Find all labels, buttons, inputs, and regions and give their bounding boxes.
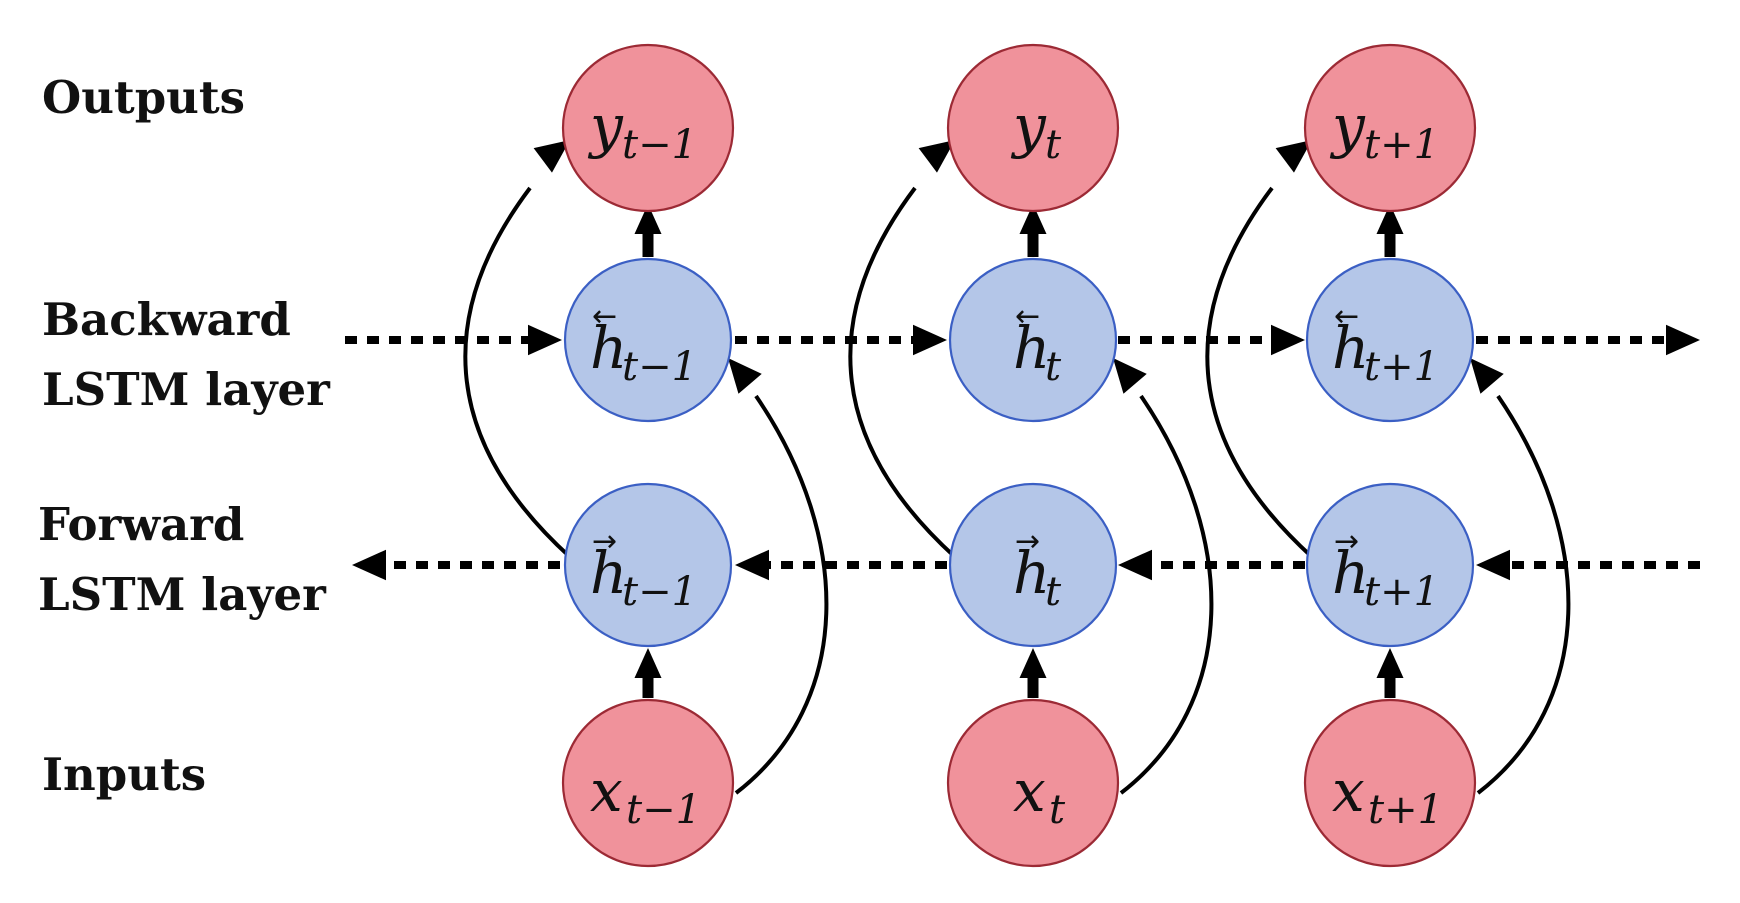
output-symbol: y (587, 92, 624, 160)
backward-layer-label-line2: LSTM layer (42, 363, 330, 416)
forward-circle (1305, 482, 1475, 648)
forward-node-0: ht−1→ (563, 482, 733, 648)
forward-subscript: t+1 (1364, 569, 1439, 615)
left-arrow-accent: ← (592, 299, 617, 334)
forward-to-output-curve (848, 186, 957, 559)
backward-dotted-arrowhead-2 (1271, 324, 1305, 356)
input-to-backward-curve (734, 394, 829, 795)
output-subscript: t−1 (622, 122, 697, 168)
input-subscript: t−1 (626, 787, 701, 833)
backward-symbol: h (1332, 314, 1369, 382)
forward-to-output-arrowhead (918, 140, 955, 173)
input-circle (561, 698, 735, 868)
backward-dotted-arrowhead-out (1666, 324, 1700, 356)
backward-to-output-arrowhead (634, 204, 662, 234)
backward-node-0: ht−1← (563, 257, 733, 423)
connections (345, 140, 1700, 795)
input-to-forward-arrowhead (634, 648, 662, 678)
output-symbol: y (1329, 92, 1366, 160)
inputs-label: Inputs (42, 748, 207, 801)
backward-symbol: h (1013, 314, 1050, 382)
backward-layer-label-line1: Backward (42, 293, 291, 346)
output-symbol: y (1010, 92, 1047, 160)
right-arrow-accent: → (592, 524, 617, 559)
forward-to-output-arrowhead (533, 140, 570, 173)
right-arrow-accent: → (1334, 524, 1359, 559)
backward-dotted-arrowhead-1 (913, 324, 947, 356)
backward-to-output-arrowhead (1376, 204, 1404, 234)
input-circle (946, 698, 1120, 868)
backward-dotted-arrowhead-in (528, 324, 562, 356)
forward-dotted-arrowhead-in (1476, 549, 1510, 581)
forward-subscript: t (1045, 569, 1062, 615)
backward-subscript: t−1 (622, 344, 697, 390)
forward-layer-label-line1: Forward (38, 498, 245, 551)
input-to-backward-arrowhead (728, 358, 762, 394)
backward-circle (563, 257, 733, 423)
forward-node-1: ht→ (948, 482, 1118, 648)
input-symbol: x (1013, 757, 1046, 825)
forward-dotted-arrowhead-1 (735, 549, 769, 581)
forward-to-output-arrowhead (1275, 140, 1312, 173)
input-subscript: t (1049, 787, 1066, 833)
forward-symbol: h (1332, 539, 1369, 607)
backward-circle (1305, 257, 1475, 423)
forward-to-output-curve (463, 186, 572, 559)
input-symbol: x (590, 757, 623, 825)
left-arrow-accent: ← (1015, 299, 1040, 334)
input-to-forward-arrowhead (1376, 648, 1404, 678)
output-circle (561, 43, 735, 213)
output-circle (946, 43, 1120, 213)
forward-symbol: h (1013, 539, 1050, 607)
backward-subscript: t (1045, 344, 1062, 390)
backward-symbol: h (590, 314, 627, 382)
backward-node-2: ht+1← (1305, 257, 1475, 423)
backward-to-output-arrowhead (1019, 204, 1047, 234)
input-to-backward-curve (1119, 394, 1214, 795)
output-subscript: t (1045, 122, 1062, 168)
forward-circle (948, 482, 1118, 648)
backward-subscript: t+1 (1364, 344, 1439, 390)
forward-dotted-arrowhead-out (352, 549, 386, 581)
backward-circle (948, 257, 1118, 423)
input-circle (1303, 698, 1477, 868)
right-arrow-accent: → (1015, 524, 1040, 559)
forward-dotted-arrowhead-2 (1118, 549, 1152, 581)
input-to-backward-arrowhead (1470, 358, 1504, 394)
input-to-backward-curve (1476, 394, 1571, 795)
input-to-backward-arrowhead (1113, 358, 1147, 394)
outputs-label: Outputs (42, 71, 246, 124)
forward-layer-label-line2: LSTM layer (38, 568, 326, 621)
forward-symbol: h (590, 539, 627, 607)
left-arrow-accent: ← (1334, 299, 1359, 334)
backward-node-1: ht← (948, 257, 1118, 423)
forward-circle (563, 482, 733, 648)
forward-subscript: t−1 (622, 569, 697, 615)
output-circle (1303, 43, 1477, 213)
forward-to-output-curve (1205, 186, 1314, 559)
input-to-forward-arrowhead (1019, 648, 1047, 678)
input-subscript: t+1 (1368, 787, 1443, 833)
input-symbol: x (1332, 757, 1365, 825)
output-subscript: t+1 (1364, 122, 1439, 168)
forward-node-2: ht+1→ (1305, 482, 1475, 648)
